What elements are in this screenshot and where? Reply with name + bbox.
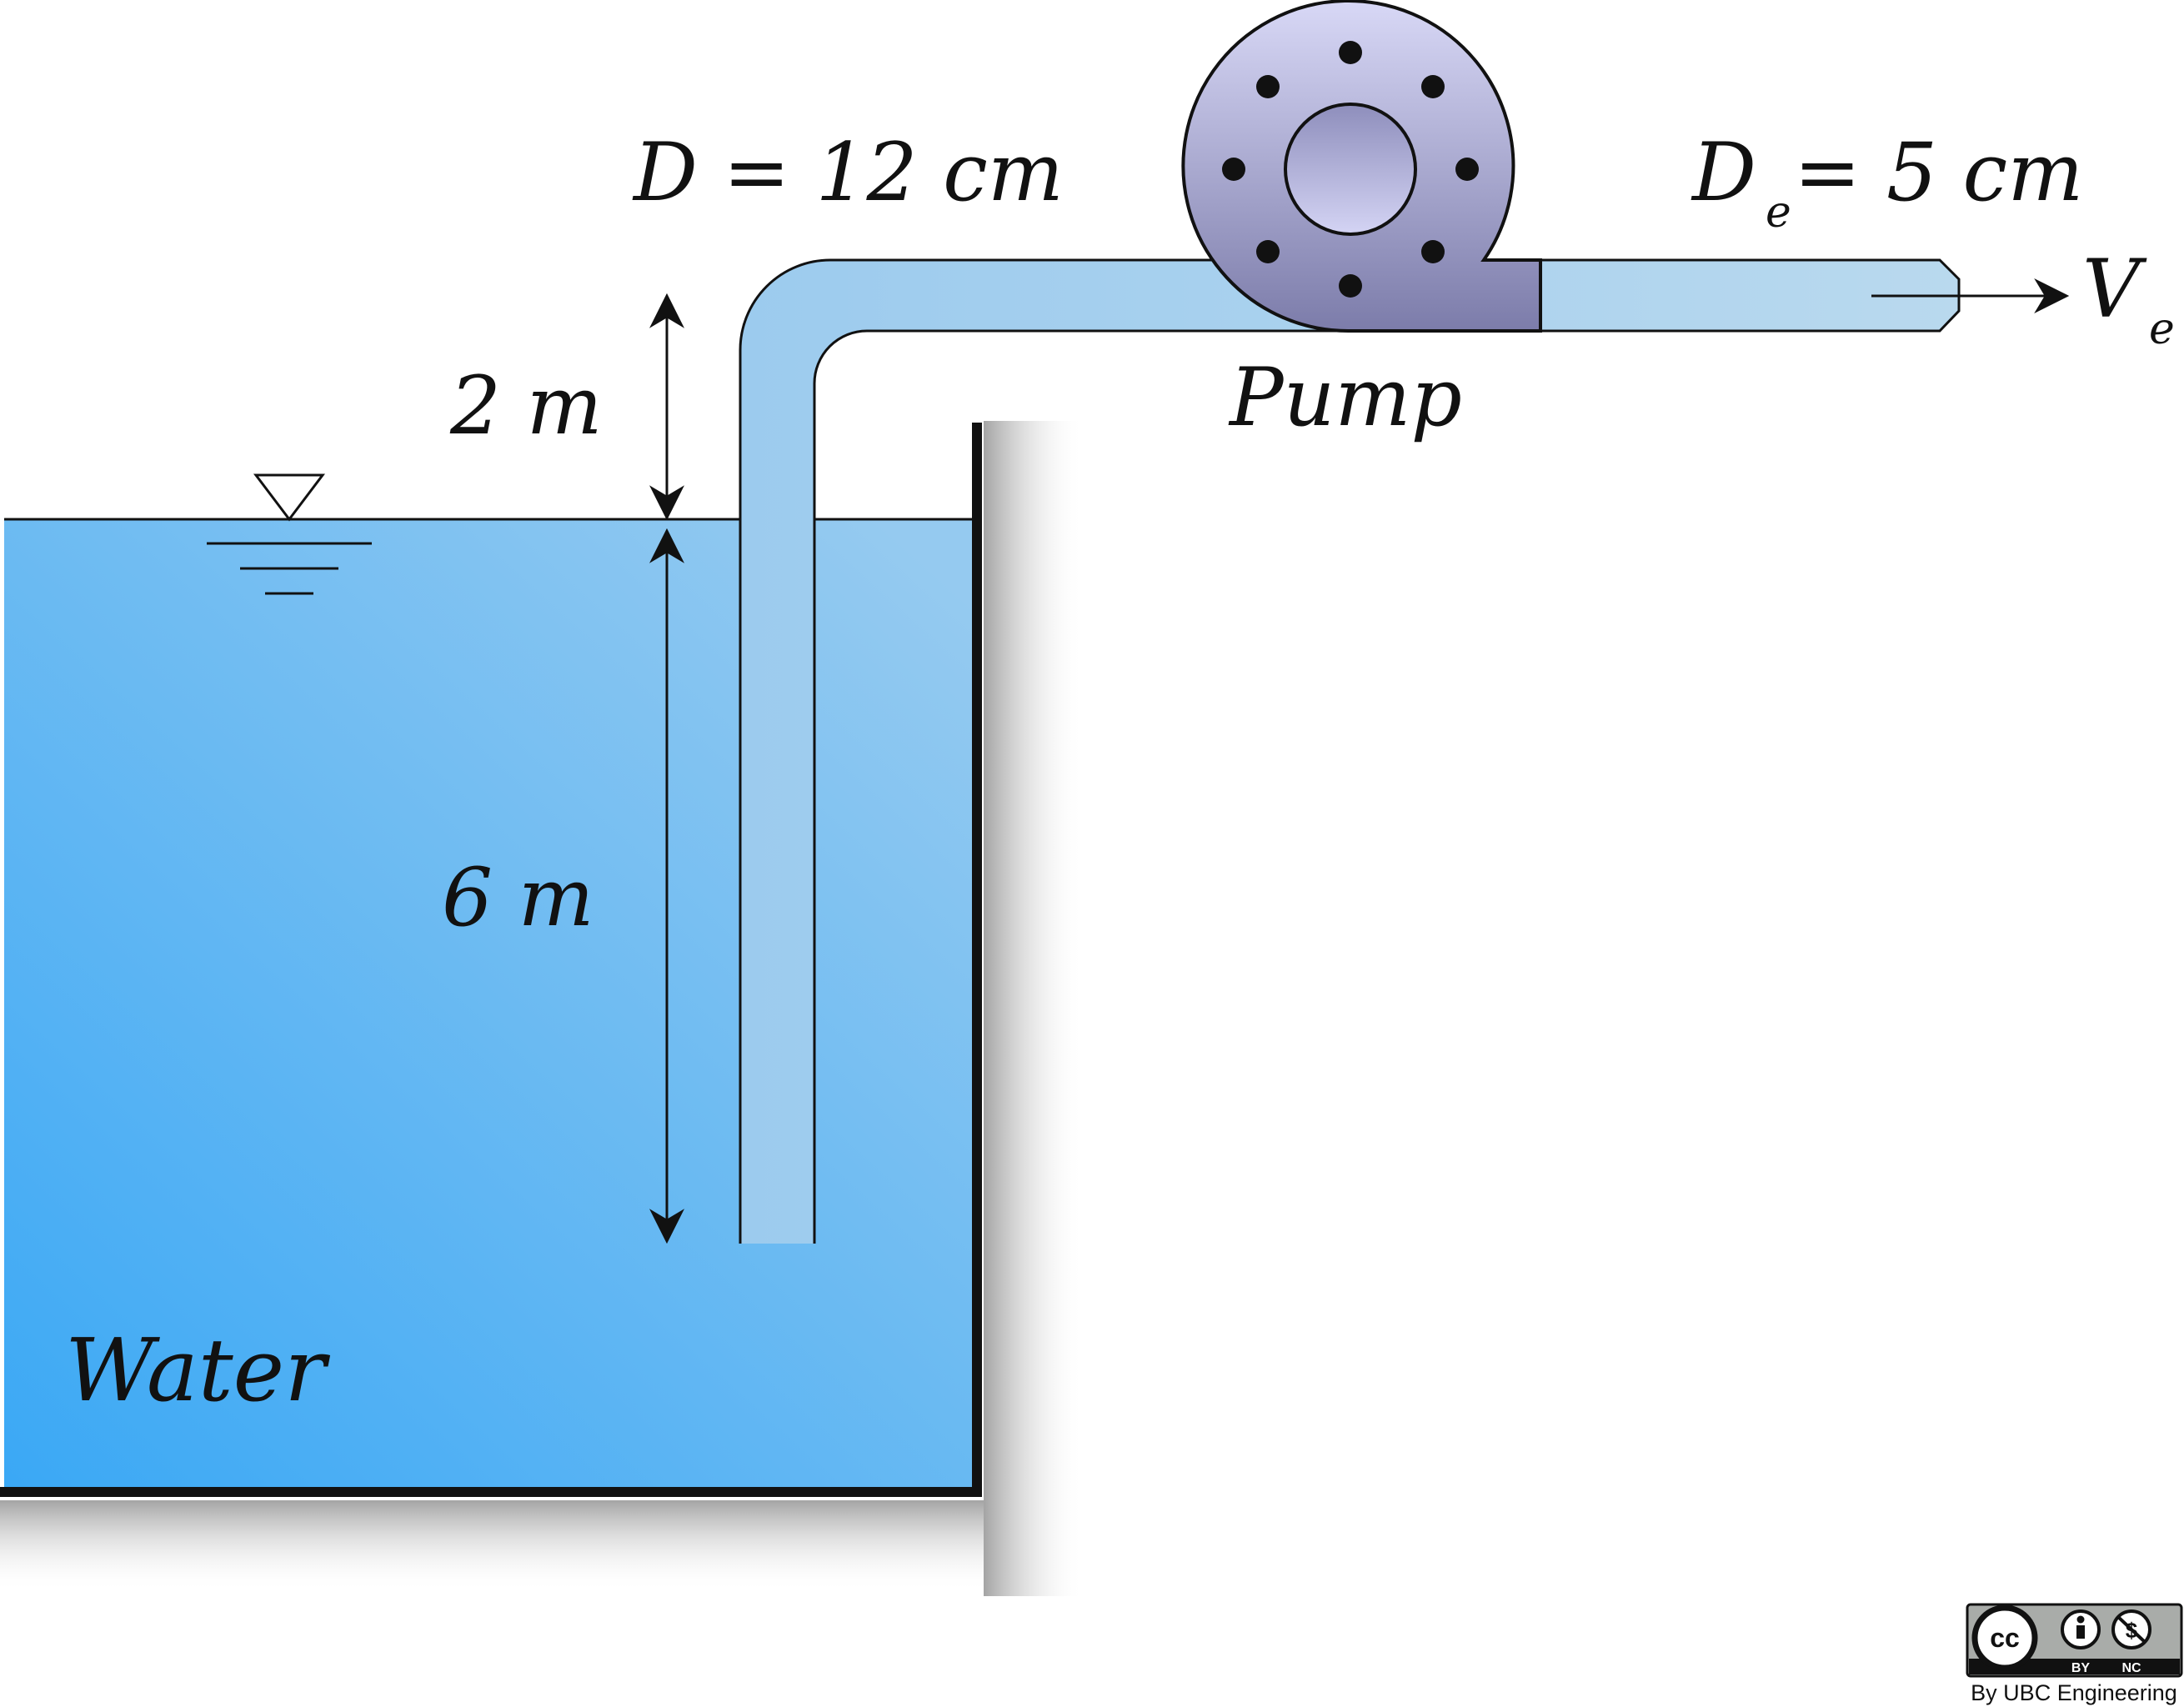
- attribution-icon: [2061, 1609, 2101, 1649]
- svg-text:e: e: [2149, 304, 2175, 354]
- free-surface-symbol: [207, 473, 372, 595]
- svg-text:e: e: [1766, 188, 1791, 238]
- cc-logo-icon: cc: [1971, 1604, 2038, 1671]
- svg-text:= 5 cm: = 5 cm: [1794, 126, 2083, 219]
- exit-velocity-label: V e: [2082, 243, 2175, 354]
- submerged-depth-label: 6 m: [442, 851, 594, 944]
- pump: [1181, 0, 1542, 333]
- exit-diameter-label: D e = 5 cm: [1691, 126, 2083, 238]
- pump-hub: [1284, 103, 1417, 236]
- pump-bolts: [1222, 41, 1479, 298]
- pump-label: Pump: [1228, 351, 1462, 444]
- suction-diameter-label: D = 12 cm: [632, 126, 1064, 219]
- tank-walls: [0, 423, 982, 1497]
- svg-text:NC: NC: [2121, 1661, 2141, 1675]
- credit-text: By UBC Engineering: [1971, 1680, 2177, 1705]
- svg-text:V: V: [2082, 243, 2147, 336]
- non-commercial-icon: $: [2111, 1609, 2151, 1649]
- tank-shadow: [0, 421, 1084, 1596]
- cc-license-badge: cc $ BY NC: [1966, 1603, 2183, 1678]
- svg-text:cc: cc: [1990, 1623, 2020, 1653]
- pipe: [739, 258, 1961, 1244]
- svg-text:BY: BY: [2071, 1661, 2091, 1675]
- fluid-label: Water: [65, 1319, 330, 1421]
- svg-text:D: D: [1691, 126, 1756, 219]
- height-above-surface-label: 2 m: [449, 359, 603, 453]
